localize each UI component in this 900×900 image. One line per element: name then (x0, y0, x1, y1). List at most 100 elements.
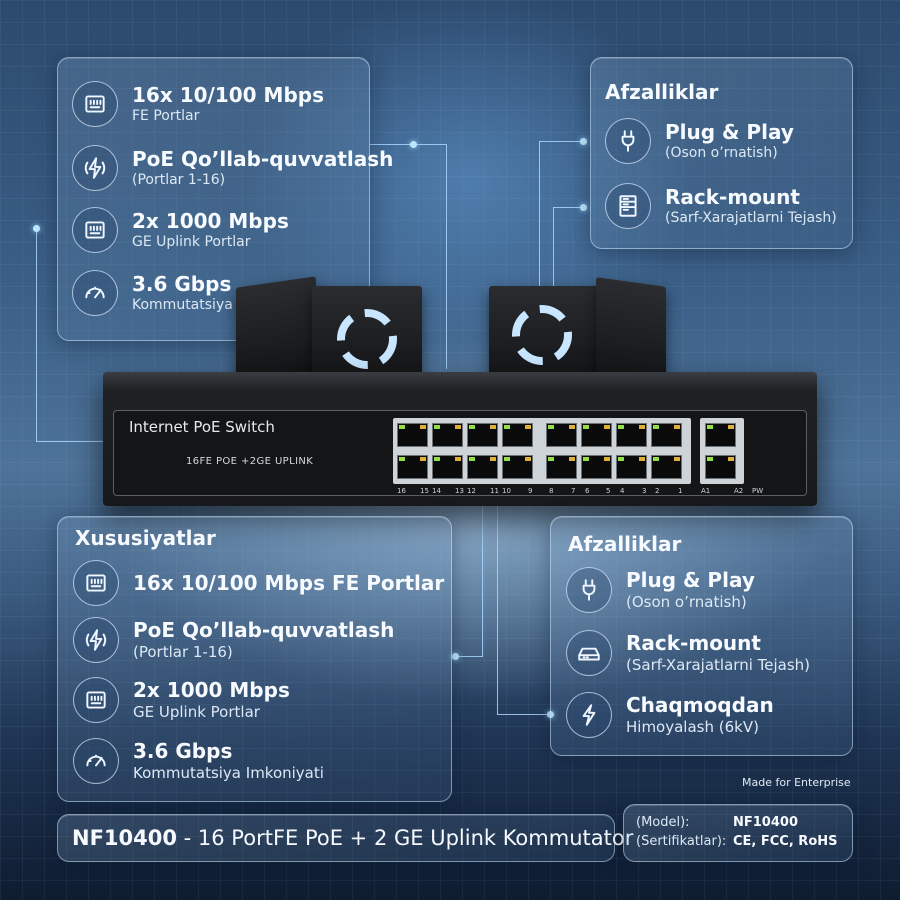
uplink-port[interactable] (705, 455, 736, 479)
port-number-label: 5 (606, 487, 611, 495)
panel-heading: Afzalliklar (605, 80, 719, 104)
port-number-label: 16 (397, 487, 406, 495)
advantage-subtitle: (Oson o’rnatish) (665, 144, 778, 161)
feature-subtitle: (Portlar 1-16) (132, 171, 226, 188)
switch-subtitle: 16FE POE +2GE UPLINK (186, 456, 314, 467)
feature-subtitle: GE Uplink Portlar (132, 233, 251, 250)
fe-port[interactable] (546, 455, 577, 479)
plug-icon (566, 567, 612, 613)
fe-port[interactable] (467, 423, 498, 447)
feature-title: 16x 10/100 Mbps (132, 82, 324, 107)
lightning-icon (73, 617, 119, 663)
feature-subtitle: Kommutatsiya Imkoniyati (133, 764, 324, 783)
connector-line (539, 141, 584, 142)
fe-port[interactable] (546, 423, 577, 447)
port-number-label: 3 (642, 487, 647, 495)
fe-port[interactable] (502, 423, 533, 447)
advantage-subtitle: (Sarf-Xarajatlarni Tejash) (665, 209, 837, 226)
model-info-box: (Model):NF10400 (Sertifikatlar):CE, FCC,… (623, 804, 853, 862)
connector-line (553, 207, 583, 208)
port-number-label: 2 (655, 487, 660, 495)
uplink-port[interactable] (705, 423, 736, 447)
connector-line (446, 144, 447, 369)
fe-port[interactable] (616, 455, 647, 479)
port-number-label: 10 (502, 487, 511, 495)
connector-dot (452, 653, 459, 660)
server-rack-icon (605, 183, 651, 229)
feature-title: PoE Qo’llab-quvvatlash (133, 618, 395, 643)
port-number-label: 13 (455, 487, 464, 495)
feature-title: 2x 1000 Mbps (132, 208, 289, 233)
advantage-title: Rack-mount (665, 184, 800, 209)
port-number-label: 6 (585, 487, 590, 495)
fe-port[interactable] (432, 455, 463, 479)
ethernet-port-icon (73, 560, 119, 606)
advantage-row: Plug & Play(Oson o’rnatish) (605, 118, 794, 164)
lightning-icon (72, 145, 118, 191)
fe-port[interactable] (616, 423, 647, 447)
feature-title: PoE Qo’llab-quvvatlash (132, 146, 394, 171)
bottom-left-features-panel (57, 516, 452, 802)
port-number-label: 15 (420, 487, 429, 495)
port-number-label: 12 (467, 487, 476, 495)
connector-dot (580, 138, 587, 145)
connector-line (497, 505, 498, 715)
connector-dot (410, 141, 417, 148)
ethernet-port-icon (73, 677, 119, 723)
connector-line (539, 141, 540, 287)
product-title-bar: NF10400 - 16 PortFE PoE + 2 GE Uplink Ko… (57, 814, 633, 862)
port-number-label: 4 (620, 487, 625, 495)
advantage-row: Rack-mount(Sarf-Xarajatlarni Tejash) (566, 630, 810, 676)
connector-dot (580, 204, 587, 211)
port-number-label: 8 (549, 487, 554, 495)
ethernet-port-icon (72, 207, 118, 253)
feature-row: PoE Qo’llab-quvvatlash(Portlar 1-16) (73, 617, 394, 663)
connector-line (370, 144, 446, 145)
feature-subtitle: (Portlar 1-16) (133, 643, 233, 662)
fan-vent-icon (337, 309, 397, 369)
port-number-label: 9 (528, 487, 533, 495)
fe-port[interactable] (651, 423, 682, 447)
feature-subtitle: FE Portlar (132, 107, 200, 124)
connector-line (482, 505, 483, 657)
feature-subtitle: GE Uplink Portlar (133, 703, 260, 722)
fe-port[interactable] (651, 455, 682, 479)
advantage-title: Plug & Play (665, 119, 794, 144)
fan-vent-icon (512, 305, 572, 365)
router-icon (566, 630, 612, 676)
feature-subtitle: Kommutatsiya (132, 296, 233, 313)
connector-line (36, 441, 116, 442)
fe-port[interactable] (502, 455, 533, 479)
connector-dot (33, 225, 40, 232)
advantage-title: Plug & Play (626, 568, 755, 593)
connector-line (453, 656, 483, 657)
cert-label: (Sertifikatlar): (636, 834, 727, 849)
speedometer-icon (73, 738, 119, 784)
uplink-label: A1 (701, 487, 711, 495)
advantage-subtitle: Himoyalash (6kV) (626, 718, 759, 737)
feature-title: 16x 10/100 Mbps FE Portlar (133, 571, 445, 595)
port-number-label: 11 (490, 487, 499, 495)
fe-port[interactable] (581, 455, 612, 479)
fe-port[interactable] (397, 423, 428, 447)
advantage-title: Chaqmoqdan (626, 693, 774, 718)
port-number-label: 1 (678, 487, 683, 495)
made-for-label: Made for Enterprise (742, 776, 851, 789)
fe-port[interactable] (397, 455, 428, 479)
panel-heading: Afzalliklar (568, 532, 682, 556)
ethernet-port-icon (72, 81, 118, 127)
advantage-subtitle: (Sarf-Xarajatlarni Tejash) (626, 656, 811, 675)
uplink-label: A2 (734, 487, 744, 495)
fe-port[interactable] (432, 423, 463, 447)
speedometer-icon (72, 270, 118, 316)
fe-port[interactable] (467, 455, 498, 479)
switch-title: Internet PoE Switch (129, 418, 275, 436)
fe-port[interactable] (581, 423, 612, 447)
plug-icon (605, 118, 651, 164)
model-value: NF10400 (733, 815, 798, 830)
advantage-row: Plug & Play(Oson o’rnatish) (566, 567, 755, 613)
connector-line (553, 207, 554, 287)
